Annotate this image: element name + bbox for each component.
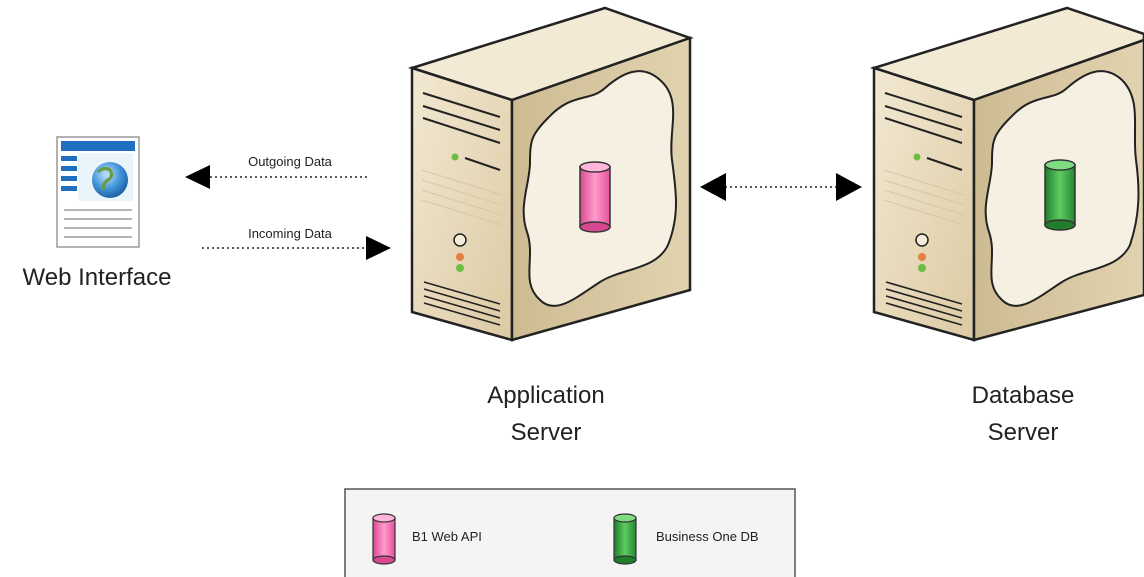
database-server — [869, 6, 1144, 342]
legend-green-cylinder-icon — [613, 513, 637, 565]
db-server-label-line1: Database — [972, 382, 1075, 409]
app-server-label-line2: Server — [511, 419, 582, 446]
b1-web-api-cylinder — [579, 161, 611, 233]
outgoing-arrow — [185, 165, 370, 189]
legend-pink-cylinder-icon — [372, 513, 396, 565]
legend-item-b1-web-api: B1 Web API — [412, 529, 482, 544]
business-one-db-cylinder — [1044, 159, 1076, 231]
bidirectional-arrow — [700, 173, 862, 201]
app-server-label-line1: Application — [487, 382, 604, 409]
web-page-icon — [56, 136, 140, 248]
db-server-label-line2: Server — [988, 419, 1059, 446]
incoming-data-label: Incoming Data — [248, 226, 333, 241]
legend-item-business-one-db: Business One DB — [656, 529, 759, 544]
application-server — [407, 6, 694, 342]
legend: B1 Web API Business One DB — [344, 488, 796, 577]
outgoing-data-label: Outgoing Data — [248, 154, 333, 169]
incoming-arrow — [202, 236, 391, 260]
web-interface-label: Web Interface — [23, 264, 172, 291]
